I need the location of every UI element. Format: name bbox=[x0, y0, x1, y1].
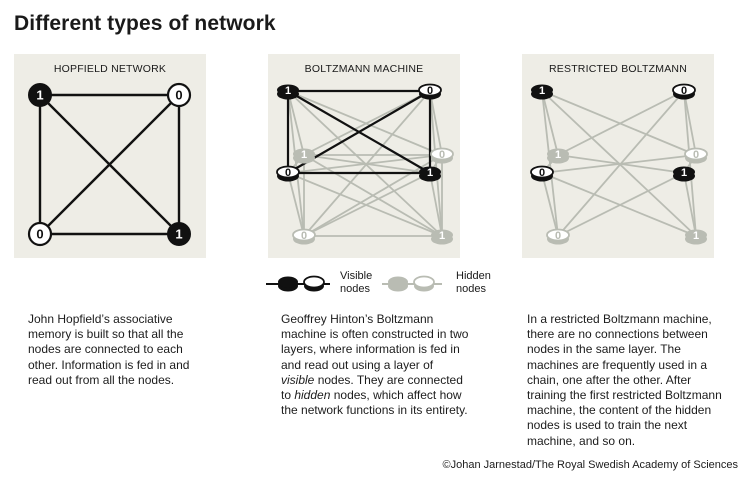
hopfield-panel: HOPFIELD NETWORK 1 0 0 1 bbox=[14, 54, 206, 258]
boltzmann-hidden-value: 1 bbox=[439, 230, 445, 242]
boltzmann-hidden-edge bbox=[429, 90, 443, 156]
rbm-visible-value: 0 bbox=[539, 167, 545, 179]
boltzmann-visible-node: 0 bbox=[418, 83, 442, 100]
rbm-visible-node: 1 bbox=[673, 166, 695, 182]
rbm-hidden-node: 1 bbox=[547, 148, 569, 164]
boltzmann-hidden-node: 1 bbox=[431, 229, 453, 245]
rbm-visible-value: 1 bbox=[681, 167, 687, 179]
image-credit: ©Johan Jarnestad/The Royal Swedish Acade… bbox=[442, 459, 739, 471]
boltzmann-visible-value: 1 bbox=[427, 167, 433, 179]
rbm-edge bbox=[541, 90, 697, 156]
legend-visible-label: Visible nodes bbox=[340, 270, 372, 296]
boltzmann-visible-node: 1 bbox=[419, 166, 441, 182]
rbm-hidden-value: 0 bbox=[555, 230, 561, 242]
rbm-edge bbox=[557, 172, 685, 237]
rbm-visible-value: 1 bbox=[539, 85, 545, 97]
rbm-hidden-value: 1 bbox=[693, 230, 699, 242]
rbm-description: In a restricted Boltzmann machine, there… bbox=[527, 312, 722, 448]
rbm-edge bbox=[683, 90, 697, 156]
boltzmann-desc-part3: nodes, which affect how the network func… bbox=[281, 388, 468, 418]
hopfield-node-value: 1 bbox=[36, 88, 43, 103]
rbm-diagram: 1 0 0 1 1 0 0 bbox=[530, 83, 708, 245]
legend-hidden-line1: Hidden bbox=[456, 270, 491, 282]
rbm-edge bbox=[683, 172, 697, 237]
hopfield-node: 0 bbox=[166, 82, 192, 108]
boltzmann-desc-part1: Geoffrey Hinton’s Boltzmann machine is o… bbox=[281, 312, 469, 372]
boltzmann-visible-node: 1 bbox=[277, 84, 299, 100]
hopfield-node-value: 0 bbox=[36, 227, 43, 242]
boltzmann-desc-visible: visible bbox=[281, 372, 315, 387]
hopfield-diagram: 1 0 0 1 bbox=[27, 82, 192, 247]
rbm-panel: RESTRICTED BOLTZMANN 1 bbox=[522, 54, 714, 258]
hopfield-panel-label: HOPFIELD NETWORK bbox=[53, 63, 167, 75]
boltzmann-visible-value: 1 bbox=[285, 85, 291, 97]
boltzmann-hidden-value: 0 bbox=[439, 149, 445, 161]
rbm-hidden-node: 1 bbox=[685, 229, 707, 245]
hopfield-edge bbox=[39, 94, 180, 235]
legend-hidden-symbol bbox=[382, 275, 442, 292]
rbm-edge bbox=[541, 90, 559, 156]
rbm-visible-node: 0 bbox=[530, 165, 554, 182]
boltzmann-hidden-edge bbox=[429, 172, 443, 237]
rbm-visible-value: 0 bbox=[681, 85, 687, 97]
boltzmann-hidden-edge bbox=[303, 154, 431, 174]
boltzmann-visible-node: 0 bbox=[276, 165, 300, 182]
rbm-hidden-node: 0 bbox=[546, 228, 570, 245]
rbm-edge bbox=[557, 154, 685, 174]
page-title: Different types of network bbox=[14, 12, 276, 35]
hopfield-node: 1 bbox=[28, 83, 52, 107]
rbm-hidden-value: 1 bbox=[555, 149, 561, 161]
hopfield-node-value: 0 bbox=[175, 88, 182, 103]
boltzmann-hidden-node: 0 bbox=[292, 228, 316, 245]
rbm-hidden-node: 0 bbox=[684, 147, 708, 164]
hopfield-node: 0 bbox=[27, 221, 53, 247]
boltzmann-description: Geoffrey Hinton’s Boltzmann machine is o… bbox=[281, 312, 469, 418]
boltzmann-hidden-value: 0 bbox=[301, 230, 307, 242]
boltzmann-panel: BOLTZMANN MACHINE bbox=[268, 54, 460, 258]
boltzmann-hidden-edge bbox=[287, 90, 305, 156]
rbm-visible-node: 1 bbox=[531, 84, 553, 100]
boltzmann-panel-label: BOLTZMANN MACHINE bbox=[304, 63, 424, 75]
hopfield-node: 1 bbox=[167, 222, 191, 246]
hopfield-node-value: 1 bbox=[175, 227, 182, 242]
boltzmann-hidden-node: 1 bbox=[293, 148, 315, 164]
boltzmann-desc-part2: nodes. They are connected to bbox=[281, 372, 463, 403]
boltzmann-hidden-value: 1 bbox=[301, 149, 307, 161]
legend-symbols bbox=[266, 275, 442, 292]
boltzmann-hidden-edge bbox=[287, 90, 443, 156]
boltzmann-hidden-edge bbox=[303, 154, 443, 237]
legend-hidden-line2: nodes bbox=[456, 283, 486, 295]
rbm-panel-label: RESTRICTED BOLTZMANN bbox=[549, 63, 687, 75]
boltzmann-hidden-node: 0 bbox=[430, 147, 454, 164]
legend-visible-line2: nodes bbox=[340, 283, 370, 295]
rbm-visible-node: 0 bbox=[672, 83, 696, 100]
boltzmann-hidden-edge bbox=[303, 172, 431, 237]
boltzmann-hidden-edge bbox=[287, 172, 305, 237]
boltzmann-visible-value: 0 bbox=[427, 85, 433, 97]
boltzmann-hidden-edge bbox=[303, 90, 431, 156]
boltzmann-desc-hidden: hidden bbox=[294, 388, 331, 403]
legend-visible-symbol bbox=[266, 275, 330, 292]
rbm-edge bbox=[541, 172, 559, 237]
rbm-edge bbox=[557, 90, 685, 156]
legend-visible-line1: Visible bbox=[340, 270, 373, 282]
rbm-hidden-value: 0 bbox=[693, 149, 699, 161]
boltzmann-diagram: 1 0 0 1 1 0 0 bbox=[276, 83, 454, 245]
boltzmann-visible-value: 0 bbox=[285, 167, 291, 179]
legend-hidden-label: Hidden nodes bbox=[456, 270, 491, 296]
hopfield-description: John Hopfield’s associative memory is bu… bbox=[28, 312, 190, 387]
